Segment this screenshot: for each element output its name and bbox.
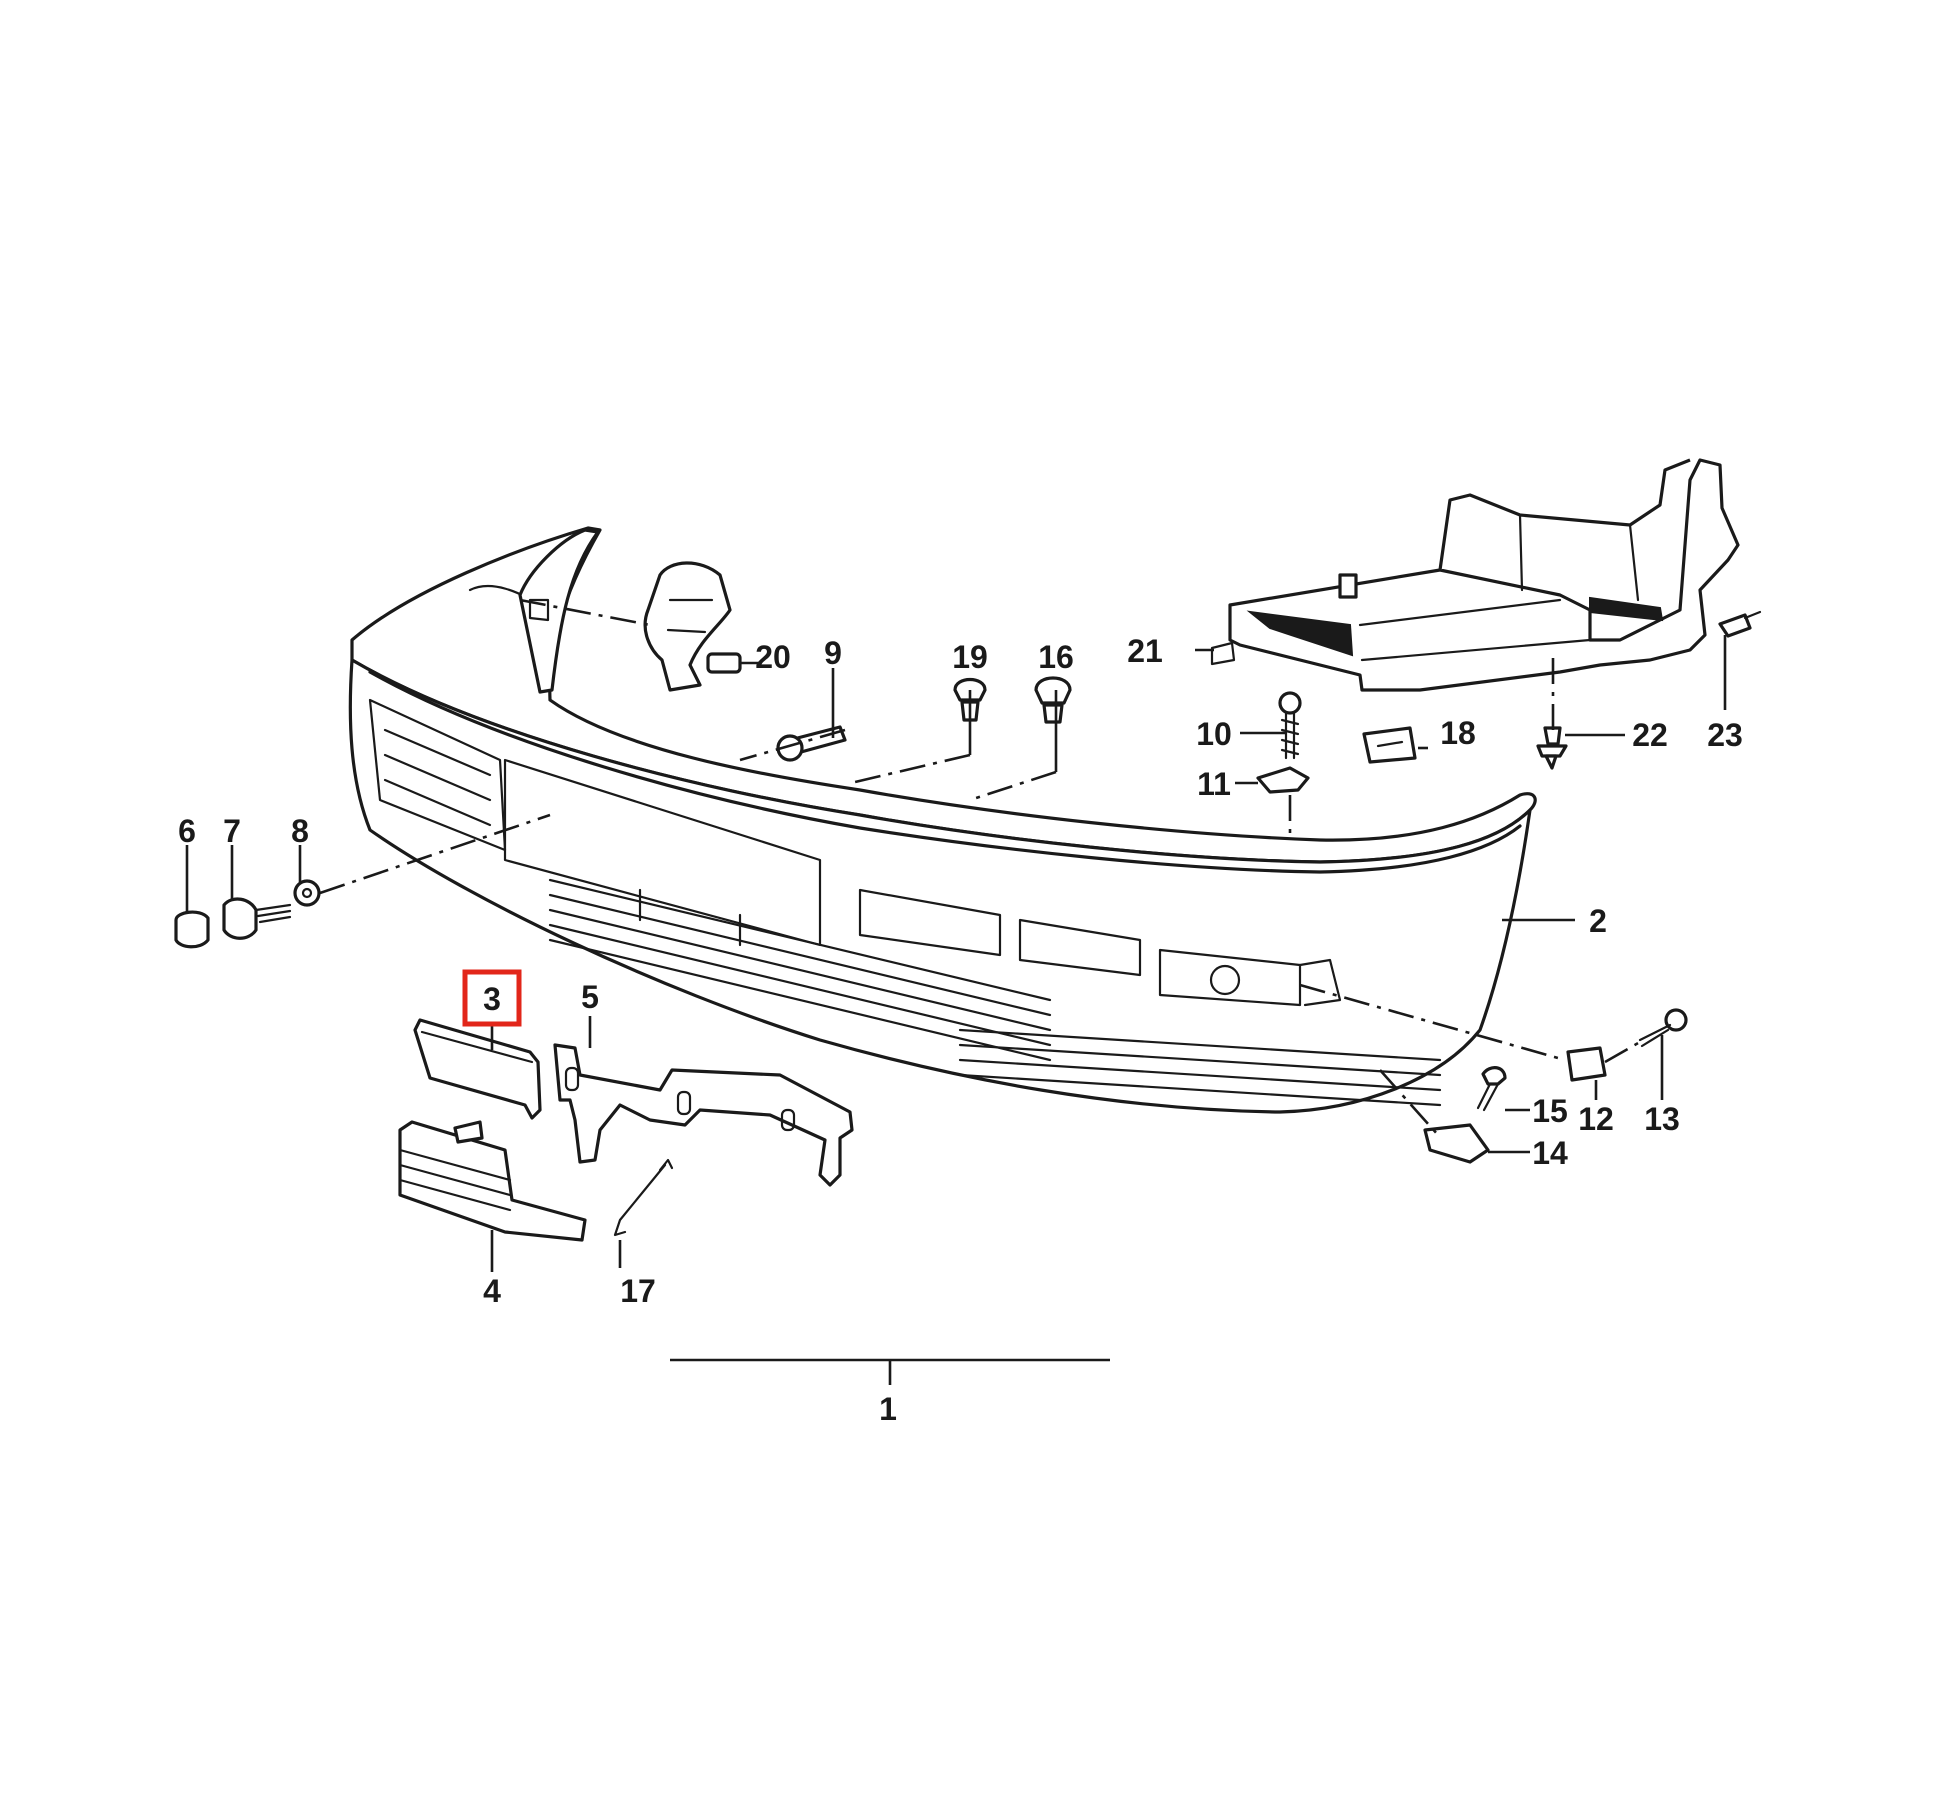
callout-22: 22 [1632,717,1668,753]
callout-10: 10 [1196,716,1232,752]
small-screw [1718,610,1762,638]
lower-grille-cover [398,1120,587,1242]
highlight-box [462,969,522,1027]
bumper-cover [348,526,1537,1114]
callout-19: 19 [952,639,988,675]
leader-lines [185,598,1727,1385]
callout-15: 15 [1532,1093,1568,1129]
callout-17: 17 [620,1273,656,1309]
callout-1: 1 [879,1391,897,1427]
callout-8: 8 [291,813,309,849]
callout-5: 5 [581,979,599,1015]
bumper-mounting-bracket [553,1043,854,1187]
right-side-fasteners [1423,1008,1688,1164]
callout-2: 2 [1589,903,1607,939]
callout-20: 20 [755,639,791,675]
push-rivets [953,676,1072,724]
clip-nut [1362,726,1417,764]
bumper-support-bracket [1210,458,1740,692]
wire-clip [613,1158,674,1237]
callout-labels: 1 2 3 4 5 6 7 8 9 10 11 12 13 14 15 16 1… [178,633,1743,1427]
callout-11: 11 [1197,766,1231,802]
callout-23: 23 [1707,717,1743,753]
callout-21: 21 [1127,633,1163,669]
callout-12: 12 [1578,1101,1614,1137]
callout-3: 3 [483,981,501,1017]
callout-14: 14 [1532,1135,1568,1171]
expansion-plug [1536,726,1568,770]
callout-9: 9 [824,635,842,671]
callout-18: 18 [1440,715,1476,751]
mounting-clip [643,561,742,692]
screw-and-speed-nut [1256,691,1310,794]
cap-screw-washer-set [174,879,321,949]
callout-16: 16 [1038,639,1074,675]
grille-insert-part [413,1018,542,1120]
callout-13: 13 [1644,1101,1680,1137]
callout-4: 4 [483,1273,501,1309]
callout-7: 7 [223,813,241,849]
callout-6: 6 [178,813,196,849]
